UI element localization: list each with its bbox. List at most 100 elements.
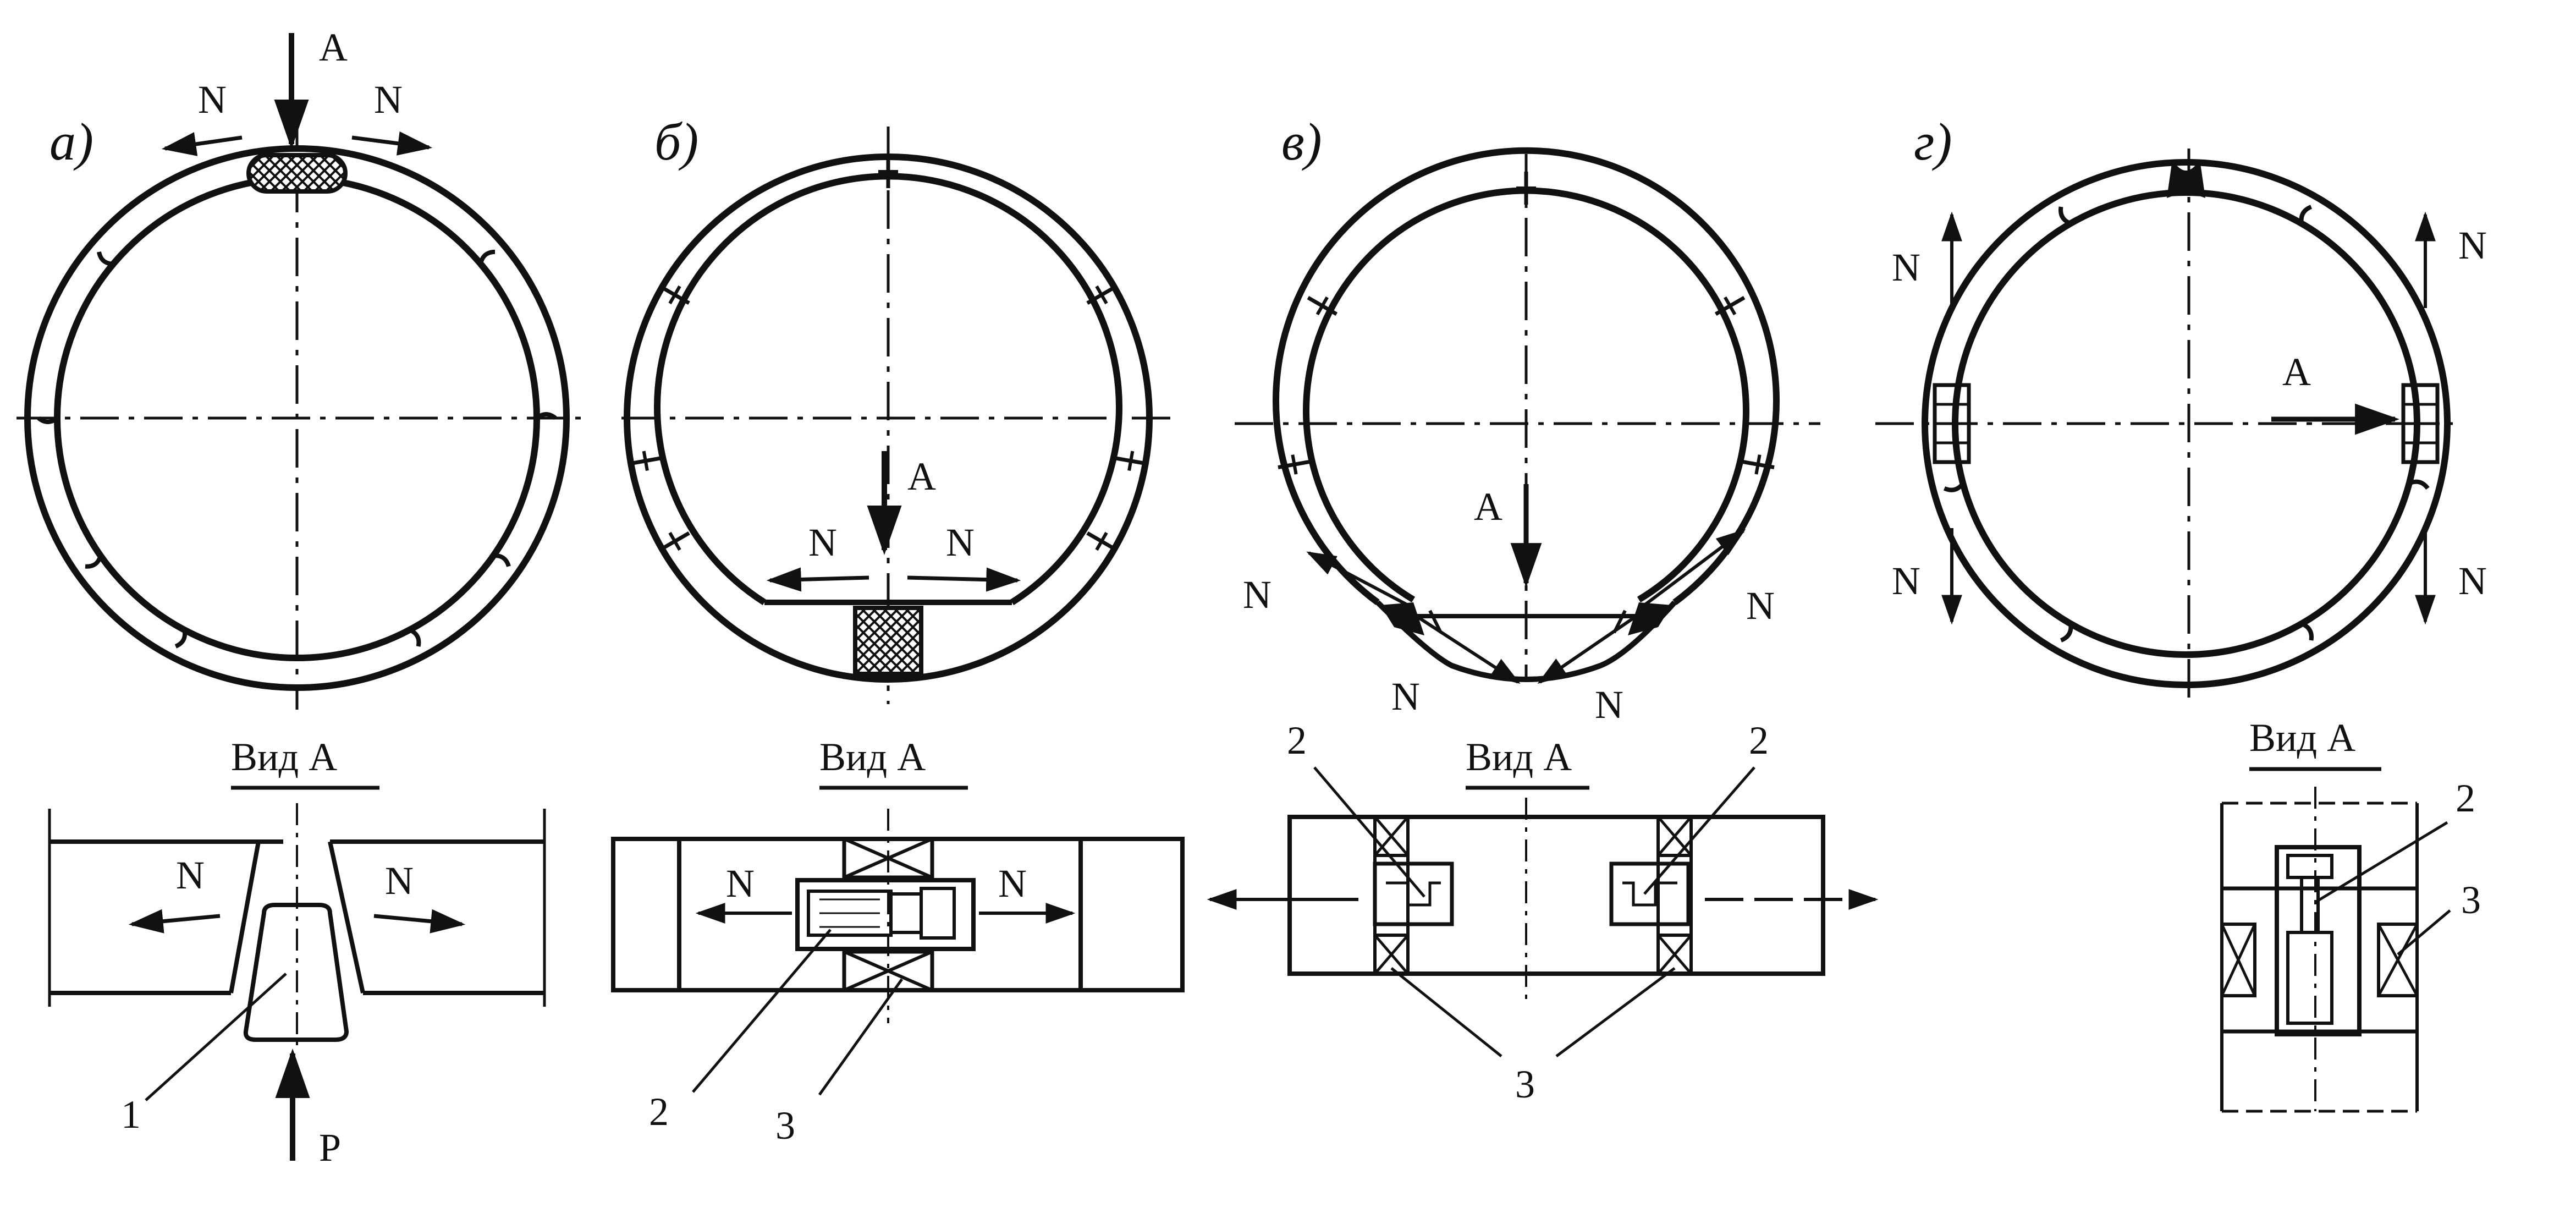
panel-b-label-2: 2 <box>649 1090 669 1134</box>
panel-a-segment-joint-5 <box>174 629 188 649</box>
panel-v-joint-mark-cross-3 <box>1724 296 1737 316</box>
panel-v-view-band <box>1287 815 1825 976</box>
panel-g-view-jack-housing <box>2275 845 2362 1036</box>
panel-b-view-label-n-right: N <box>998 861 1027 905</box>
panel-g-view-jack-cylinder <box>2286 931 2333 1025</box>
panel-a-segment-joint-8 <box>97 251 114 266</box>
panel-g-segment-joint-5 <box>2408 479 2430 490</box>
panel-b-joint-mark-cross-5 <box>642 451 649 471</box>
panel-g-jack-right-lines <box>2403 403 2437 444</box>
panel-v-view-jack-right-detail <box>1622 881 1677 907</box>
panel-v-leader-2-right <box>1643 766 1755 895</box>
panel-g-top-joint <box>2167 160 2205 198</box>
panel-b-joint-mark-cross-7 <box>1095 531 1108 551</box>
panel-g-view-jack-head <box>2286 854 2333 879</box>
panel-b-joint-mark-cross-6 <box>668 531 681 551</box>
panel-v-view-bearing-right-bottom-x <box>1657 934 1692 975</box>
panel-g-jack-left-lines <box>1935 403 1969 444</box>
panel-a-view-arrow-n-left <box>128 909 221 934</box>
panel-g-view: Вид А 2 3 <box>2220 716 2481 1113</box>
panel-a-segment-joint-6 <box>85 555 103 569</box>
panel-a-view-label-p: P <box>319 1126 341 1170</box>
panel-a-arrow-n-right <box>351 131 433 156</box>
panel-b-leader-2 <box>692 929 832 1093</box>
panel-g-label-n-4: N <box>2458 559 2487 603</box>
panel-g-label-2: 2 <box>2456 776 2475 820</box>
panel-g-view-bearing-right-x <box>2377 923 2419 997</box>
panel-v-view: Вид А 2 2 3 <box>1207 718 1879 1106</box>
panel-v-label-n-4: N <box>1595 683 1623 727</box>
panel-b-view: Вид А N N 2 3 <box>611 735 1185 1148</box>
panel-g-view-bearing-right <box>2377 923 2419 997</box>
panel-g-segment-joint-2 <box>2058 206 2072 226</box>
panel-v-label-n-3: N <box>1391 674 1420 718</box>
panel-g-segments <box>1943 205 2430 643</box>
panel-v-joint-mark-cross-4 <box>1754 454 1762 475</box>
panel-g-label-a: А <box>2282 350 2311 394</box>
panel-a-label-1: 1 <box>121 1093 141 1137</box>
panel-v-joint-mark-cross-5 <box>1291 454 1298 475</box>
panel-v-arrow-n-upper-left <box>1306 551 1409 607</box>
panel-a-segment-joint-4 <box>408 628 421 647</box>
panel-v-view-bearing-right-top-x <box>1657 816 1692 857</box>
panel-g-label-n-1: N <box>1892 245 1920 289</box>
panel-b-view-bearing-bottom <box>842 949 934 992</box>
panel-v-label-2-left: 2 <box>1287 718 1307 762</box>
panel-a-arrow-n-left <box>161 132 243 156</box>
panel-label-b: б) <box>654 112 698 171</box>
panel-g-segment-joint-3 <box>2300 622 2314 641</box>
panel-a-segments <box>37 249 557 649</box>
panel-a-segment-joint-3 <box>493 553 511 567</box>
panel-a-view-arrow-n-right <box>373 909 466 934</box>
panel-v-view-jack-left <box>1373 861 1454 926</box>
panel-a: а) А N N <box>16 25 583 710</box>
panel-v-label-2-right: 2 <box>1749 718 1769 762</box>
panel-g-segment-joint-6 <box>1943 482 1965 492</box>
panel-b-view-bearing-top-x <box>843 837 933 879</box>
panel-b-label-3: 3 <box>775 1104 795 1148</box>
panel-a-wedge <box>243 903 349 1042</box>
panel-a-label-n-right: N <box>374 78 403 122</box>
panel-b-view-jack-lines <box>819 898 880 928</box>
panel-a-view-caption: Вид А <box>231 735 337 779</box>
panel-b-leader-3 <box>818 978 904 1096</box>
panel-g-ring-outer <box>1922 159 2451 688</box>
panel-g-view-bearing-left <box>2220 923 2256 997</box>
panel-a-label-n-left: N <box>198 78 227 122</box>
panel-b-view-label-n-left: N <box>726 861 755 905</box>
panel-v-leader-3-right <box>1555 967 1676 1058</box>
panel-a-segment-joint-7 <box>37 416 59 424</box>
panel-v-label-a: А <box>1474 485 1502 529</box>
panel-a-view-slot-left <box>229 841 261 994</box>
panel-v-arrow-n-lower-right <box>1537 609 1645 684</box>
panel-g-label-n-3: N <box>1892 559 1920 603</box>
panel-b: б) А N N <box>621 112 1171 704</box>
panel-v-joint-marks <box>1278 172 1775 475</box>
panel-v-ring-outer <box>1273 147 1780 605</box>
panel-b-label-n-right: N <box>946 520 975 564</box>
panel-a-label-a: А <box>319 25 348 69</box>
panel-v-insert-right <box>1628 602 1672 635</box>
panel-v-view-bearing-left-top-x <box>1374 816 1409 857</box>
panel-v-arrow-n-upper-right <box>1643 529 1746 607</box>
panel-v-view-bearing-left-bottom-x <box>1374 934 1409 975</box>
panel-b-view-caption: Вид А <box>819 735 926 779</box>
panel-v-joint-mark-cross-1 <box>1315 296 1329 316</box>
panel-a-segment-joint-1 <box>478 249 496 265</box>
panel-v-leader-3-left <box>1390 967 1502 1057</box>
panel-a-view-slot-right <box>328 841 365 994</box>
panel-b-label-a: А <box>907 454 936 498</box>
panel-v-label-n-2: N <box>1746 584 1775 628</box>
panel-a-view: Вид А N N P 1 <box>48 735 546 1170</box>
panel-a-view-label-n-right: N <box>385 859 414 903</box>
panel-g-label-n-2: N <box>2458 223 2487 267</box>
panel-a-wedge-insert <box>246 153 348 194</box>
panel-g-segment-joint-1 <box>2299 205 2313 224</box>
panel-a-view-label-n-left: N <box>176 853 205 897</box>
panel-b-joint-mark-cross-1 <box>668 285 681 305</box>
panel-b-view-bearing-bottom-x <box>843 950 933 992</box>
panel-b-joint-marks <box>629 155 1148 552</box>
panel-b-joint-mark-cross-4 <box>1127 451 1135 471</box>
